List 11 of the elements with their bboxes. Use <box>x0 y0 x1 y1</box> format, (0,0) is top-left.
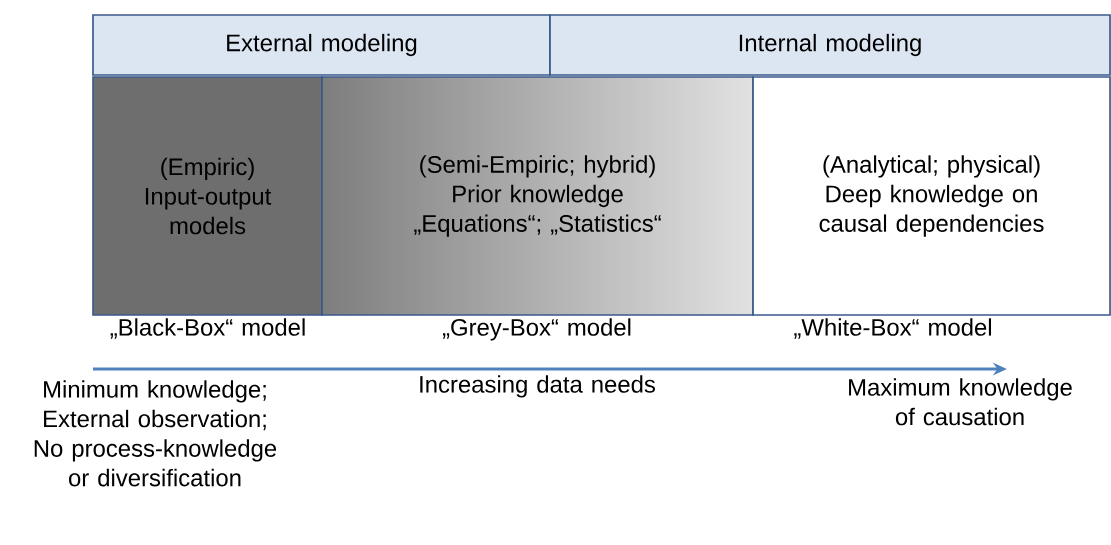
box-caption: „White-Box“ model <box>794 318 991 339</box>
box-caption: „Grey-Box“ model <box>442 318 631 341</box>
model-box: (Empiric) Input-output models <box>92 76 323 316</box>
header-band: Internal modeling <box>549 14 1111 76</box>
note-text: Increasing data needs <box>420 375 655 398</box>
note-text: Maximum knowledge of causation <box>849 378 1072 426</box>
model-box: (Analytical; physical) Deep knowledge on causal dependencies <box>752 76 1111 316</box>
model-box: (Semi-Empiric; hybrid) Prior knowledge „Equations“; „Statistics“ <box>321 76 754 316</box>
note-text: Minimum knowledge; External observation; No process-knowledge or diversification <box>34 380 277 487</box>
header-band: External modeling <box>92 14 551 76</box>
box-caption: „Black-Box“ model <box>110 318 305 339</box>
